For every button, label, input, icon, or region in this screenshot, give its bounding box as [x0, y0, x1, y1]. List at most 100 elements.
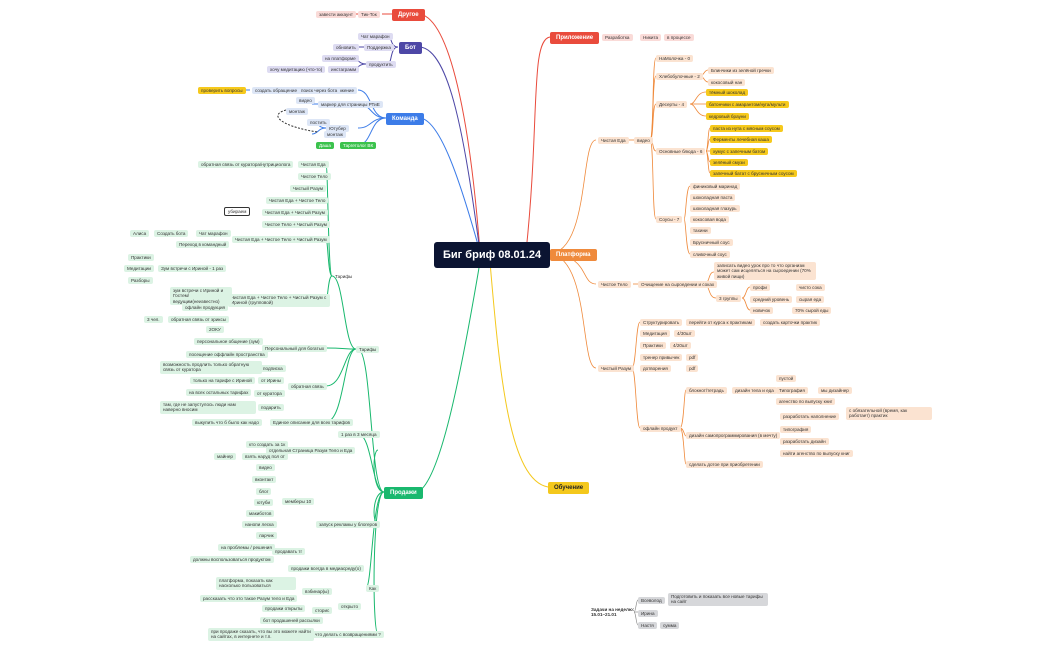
mind-item[interactable]: агенство по выпуску книг — [776, 398, 836, 406]
app-item[interactable]: Никита — [640, 34, 662, 42]
sales-note[interactable]: Зум встречи с Ириной - 1 раз — [158, 265, 227, 273]
ads-item[interactable]: ютуби — [254, 499, 274, 507]
task-person[interactable]: Всеволод — [638, 597, 665, 605]
bot-item[interactable]: обновить — [333, 44, 359, 52]
how-item[interactable]: платформа, показать как насколько пользо… — [216, 577, 296, 590]
mind-item[interactable]: сделать дотое при приобретении — [686, 461, 763, 469]
task-item[interactable]: сумма — [660, 622, 680, 630]
mind-item[interactable]: типография — [780, 426, 812, 434]
how-item[interactable]: открыто — [338, 603, 362, 611]
ads-item[interactable]: блог — [256, 488, 272, 496]
sales-note[interactable]: посещение оффлайн пространства — [186, 351, 268, 359]
how-item[interactable]: сторис — [312, 607, 333, 615]
food-item[interactable]: Соусы - 7 — [656, 216, 683, 224]
sales-note[interactable]: отдельная Страница Разум Тело и Еда — [266, 447, 356, 455]
mind-item[interactable]: дизайн самопрограммирования (в мечту) — [686, 432, 781, 440]
body-item[interactable]: новичок — [750, 307, 774, 315]
ads-item[interactable]: мемберы 10 — [282, 498, 315, 506]
mind-item[interactable]: блокнот/тетрадь — [686, 387, 727, 395]
mind-item[interactable]: офлайн продукт — [640, 425, 681, 433]
sales-note[interactable]: 2ОКУ — [206, 326, 224, 334]
sales-note[interactable]: там, где не запустулось люди нам наверно… — [160, 401, 256, 414]
bot-item[interactable]: инстаграмм — [328, 66, 360, 74]
body-item[interactable]: записать видео урок про то что организм … — [714, 262, 816, 281]
ads-item[interactable]: должны воспользоваться продуктом — [190, 556, 274, 564]
sales-note[interactable]: взять наруд пол от — [242, 453, 288, 461]
sales-note[interactable]: Создать бота — [154, 230, 189, 238]
food-item[interactable]: НаМолочка - 0 — [656, 55, 694, 63]
team-item[interactable]: монтаж — [324, 131, 346, 139]
sales-note[interactable]: от Ирины — [258, 377, 285, 385]
sales-note[interactable]: на всех остальных тарифах — [186, 389, 252, 397]
platform-body[interactable]: Чистое Тело — [598, 281, 631, 289]
bot-item[interactable]: хочу медитацию (что-то) — [267, 66, 326, 74]
body-item[interactable]: сырая еда — [796, 296, 825, 304]
body-item[interactable]: чисто сока — [796, 284, 825, 292]
ads-item[interactable]: продавать тг — [272, 548, 306, 556]
bot-item[interactable]: продуктить — [366, 61, 396, 69]
team-item[interactable]: видео — [296, 97, 315, 105]
how-item[interactable]: Как — [366, 585, 380, 593]
mind-item[interactable]: pdf — [686, 365, 699, 373]
ads-item[interactable]: вконтакт — [252, 476, 277, 484]
mind-item[interactable]: Структурировать — [640, 319, 683, 327]
sales-note[interactable]: Практики — [128, 254, 154, 262]
tariff-item[interactable]: Чистое Тело + Чистый Разум — [262, 221, 330, 229]
sales-note[interactable]: Переход в командный — [176, 241, 230, 249]
team-item[interactable]: постить — [307, 119, 330, 127]
food-item[interactable]: Десерты - 4 — [656, 101, 688, 109]
mind-item[interactable]: разработать наполнение — [780, 413, 840, 421]
mind-item[interactable]: Типография — [776, 387, 808, 395]
food-item[interactable]: шоколадная паста — [690, 194, 736, 202]
sales-note[interactable]: персональное общение (зум) — [194, 338, 263, 346]
branch-platform[interactable]: Платформа — [550, 249, 597, 261]
app-item[interactable]: Разработка — [602, 34, 633, 42]
food-item[interactable]: батончики с амарантом/нуга/мульти — [706, 101, 789, 109]
branch-sales[interactable]: Продажи — [384, 487, 423, 499]
food-item[interactable]: Брусничный соус — [690, 239, 733, 247]
sales-note[interactable]: возможность продлить только обратную свя… — [160, 361, 262, 374]
mind-item[interactable]: перейти от курса к практикам — [686, 319, 755, 327]
mind-item[interactable]: дизайн тела и еда — [732, 387, 777, 395]
other-item[interactable]: Тик-Ток — [358, 11, 380, 19]
food-item[interactable]: кедровый брауни — [706, 113, 749, 121]
sales-note[interactable]: обратная связь от эриксы — [168, 316, 230, 324]
food-item[interactable]: тахини — [690, 227, 711, 235]
tariff-item[interactable]: Чистая Еда — [298, 161, 329, 169]
ads-item[interactable]: видео — [256, 464, 275, 472]
sales-note[interactable]: выкупить что б было как надо — [192, 419, 262, 427]
food-item[interactable]: паста из нута с мясным соусом — [710, 125, 783, 133]
food-item[interactable]: Основные блюда - 6 — [656, 148, 706, 156]
food-item[interactable]: зелёный смузи — [710, 159, 748, 167]
mind-item[interactable]: 4/30шт — [674, 330, 695, 338]
food-item[interactable]: сливочный соус — [690, 251, 730, 259]
how-item[interactable]: вэбинар(ы) — [302, 588, 332, 596]
sales-note[interactable]: только на тарифе с Ириной — [190, 377, 255, 385]
sales-note[interactable]: Чат марафон — [196, 230, 231, 238]
team-item[interactable]: маркер для страницы РТиЕ — [318, 101, 383, 109]
ads-item[interactable]: ларчик — [256, 532, 277, 540]
branch-app[interactable]: Приложение — [550, 32, 600, 44]
team-item[interactable]: монтаж — [286, 108, 308, 116]
branch-learning[interactable]: Обучение — [548, 482, 590, 494]
food-item[interactable]: Ферменты лечебная каша — [710, 136, 772, 144]
sales-note[interactable]: зум встречи с Ириной и Гостем/ведущим(не… — [170, 287, 232, 306]
team-item[interactable]: поиск через бота — [298, 87, 341, 95]
tariff-item[interactable]: Чистая Еда + Чистое Тело — [266, 197, 329, 205]
ads-item[interactable]: макиботов — [246, 510, 275, 518]
branch-team[interactable]: Команда — [386, 113, 424, 125]
sales-note[interactable]: кто создать за 1к — [246, 441, 289, 449]
branch-other[interactable]: Другое — [392, 9, 425, 21]
mind-item[interactable]: pdf — [686, 354, 699, 362]
platform-mind[interactable]: Чистый Разум — [598, 365, 635, 373]
mind-item[interactable]: 4/20шт — [670, 342, 691, 350]
how-item[interactable]: что делать с возвращениями ? — [312, 631, 384, 639]
platform-food-video[interactable]: видео — [634, 137, 653, 145]
bot-item[interactable]: Чат марафон — [358, 33, 393, 41]
food-item[interactable]: шоколадная глазурь — [690, 205, 740, 213]
sales-note[interactable]: обратная связь — [288, 383, 327, 391]
mind-item[interactable]: дотворения — [640, 365, 671, 373]
sales-note[interactable]: 3 чел. — [144, 316, 163, 324]
food-item[interactable]: хумус с запечным батом — [710, 148, 769, 156]
food-item[interactable]: финиковый маринад — [690, 183, 741, 191]
